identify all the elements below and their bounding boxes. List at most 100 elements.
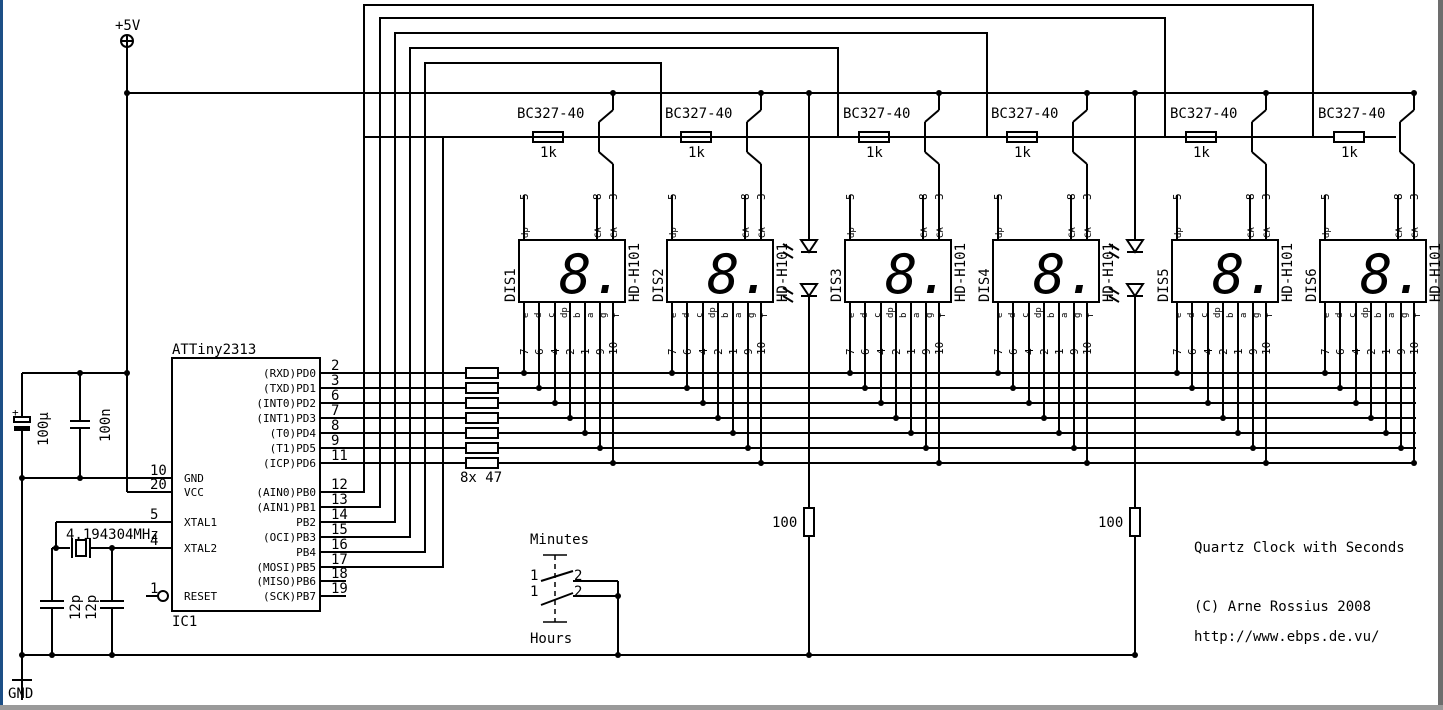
top-pin-number: 3 <box>607 193 620 200</box>
pin-name: (SCK)PB7 <box>263 590 316 603</box>
base-route <box>346 32 988 523</box>
pin-name: GND <box>184 472 204 485</box>
bottom-segment-label: dp <box>708 307 718 318</box>
bottom-segment-label: e <box>995 313 1005 318</box>
top-segment-label: CA <box>594 227 604 238</box>
bottom-segment-label: f <box>1413 313 1423 318</box>
bottom-segment-label: e <box>1174 313 1184 318</box>
bottom-pin-number: 4 <box>1023 348 1036 355</box>
cap-crystal-2-label: 12p <box>84 595 100 620</box>
bottom-pin-number: 10 <box>607 342 620 355</box>
segment-resistor <box>346 397 1416 409</box>
bottom-pin-number: 2 <box>890 348 903 355</box>
pin-number: 17 <box>331 552 348 568</box>
base-resistor-label: 1k <box>1193 145 1210 161</box>
base-resistor-label: 1k <box>1014 145 1031 161</box>
transistor-label: BC327-40 <box>1170 106 1237 122</box>
top-pin-number: 8 <box>739 193 752 200</box>
segment-resistor <box>346 382 1416 394</box>
bottom-pin-number: 1 <box>579 348 592 355</box>
segment-resistor <box>346 427 1416 439</box>
pin-number: 1 <box>150 581 158 597</box>
display-digit: 8. <box>1033 243 1098 306</box>
schematic-title: Quartz Clock with Seconds <box>1194 540 1405 556</box>
bottom-segment-label: c <box>1200 313 1210 318</box>
top-segment-label: CA <box>1084 227 1094 238</box>
base-resistor-label: 1k <box>866 145 883 161</box>
crystal-network: 4.194304MHz 12p 12p <box>40 521 172 658</box>
ic-pin--mosi-pb5: 17 (MOSI)PB5 <box>256 552 347 574</box>
top-segment-label: dp <box>847 227 857 238</box>
bottom-segment-label: d <box>1008 313 1018 318</box>
pin-name: (AIN1)PB1 <box>256 501 316 514</box>
ic-pin--sck-pb7: 19 (SCK)PB7 <box>263 581 348 603</box>
bottom-pin-number: 1 <box>727 348 740 355</box>
seven-segment-display <box>518 239 626 303</box>
display-name: DIS4 <box>977 268 993 302</box>
led-resistor <box>803 507 815 537</box>
bottom-pin-number: 6 <box>681 348 694 355</box>
bottom-pin-number: 7 <box>518 348 531 355</box>
bottom-segment-label: dp <box>560 307 570 318</box>
top-pin-number: 3 <box>1081 193 1094 200</box>
ic-pin--t1-pd5: 9(T1)PD5 <box>270 433 346 455</box>
pin-name: (INT1)PD3 <box>256 412 316 425</box>
url-link[interactable]: http://www.ebps.de.vu/ <box>1194 629 1379 645</box>
pin-number: 13 <box>331 492 348 508</box>
bottom-segment-label: a <box>586 313 596 318</box>
display-part: HD-H101 <box>775 243 791 302</box>
top-pin-number: 8 <box>917 193 930 200</box>
display-part: HD-H101 <box>1280 243 1296 302</box>
ic-pin--icp-pd6: 11(ICP)PD6 <box>263 448 348 470</box>
base-resistor-label: 1k <box>540 145 557 161</box>
display-digit: 8. <box>559 243 624 306</box>
pin-name: (MISO)PB6 <box>256 575 316 588</box>
transistor: BC327-40 1k <box>425 90 764 195</box>
pin-name: PB2 <box>296 516 316 529</box>
base-route <box>346 137 444 568</box>
bottom-pin-number: 2 <box>1365 348 1378 355</box>
pin-number: 11 <box>331 448 348 464</box>
base-resistor-label: 1k <box>688 145 705 161</box>
transistor-label: BC327-40 <box>991 106 1058 122</box>
base-resistor-label: 1k <box>1341 145 1358 161</box>
top-segment-label: dp <box>995 227 1005 238</box>
bottom-pin-number: 7 <box>992 348 1005 355</box>
transistor-label: BC327-40 <box>665 106 732 122</box>
transistor: BC327-40 1k <box>364 90 1417 195</box>
pin-number: 19 <box>331 581 348 597</box>
bottom-segment-label: f <box>938 313 948 318</box>
base-route <box>346 47 839 538</box>
display-digit: 8. <box>1360 243 1425 306</box>
top-segment-label: dp <box>521 227 531 238</box>
bottom-segment-label: f <box>1086 313 1096 318</box>
bottom-segment-label: g <box>1400 313 1410 318</box>
bottom-pin-number: 9 <box>594 348 607 355</box>
ic-pin--txd-pd1: 3(TXD)PD1 <box>263 373 346 395</box>
bottom-segment-label: a <box>1387 313 1397 318</box>
bottom-pin-number: 10 <box>1260 342 1273 355</box>
bottom-segment-label: c <box>547 313 557 318</box>
pin-number: 6 <box>331 388 339 404</box>
top-pin-number: 3 <box>1260 193 1273 200</box>
top-segment-label: CA <box>1263 227 1273 238</box>
bottom-pin-number: 1 <box>1232 348 1245 355</box>
pin-name: (MOSI)PB5 <box>256 561 316 574</box>
pin-name: (T0)PD4 <box>270 427 317 440</box>
pin-number: 3 <box>331 373 339 389</box>
time-set-switch[interactable]: Minutes Hours 1 2 1 2 <box>530 532 621 658</box>
bottom-pin-number: 2 <box>1038 348 1051 355</box>
bottom-pin-number: 7 <box>844 348 857 355</box>
bottom-pin-number: 4 <box>1350 348 1363 355</box>
top-pin-number: 3 <box>1408 193 1421 200</box>
crystal-label: 4.194304MHz <box>66 527 159 543</box>
ic-pin--t0-pd4: 8(T0)PD4 <box>270 418 346 440</box>
ic-pin--miso-pb6: 18(MISO)PB6 <box>256 566 347 588</box>
bottom-segment-label: dp <box>1213 307 1223 318</box>
pin-name: (AIN0)PB0 <box>256 486 316 499</box>
bottom-segment-label: g <box>1252 313 1262 318</box>
